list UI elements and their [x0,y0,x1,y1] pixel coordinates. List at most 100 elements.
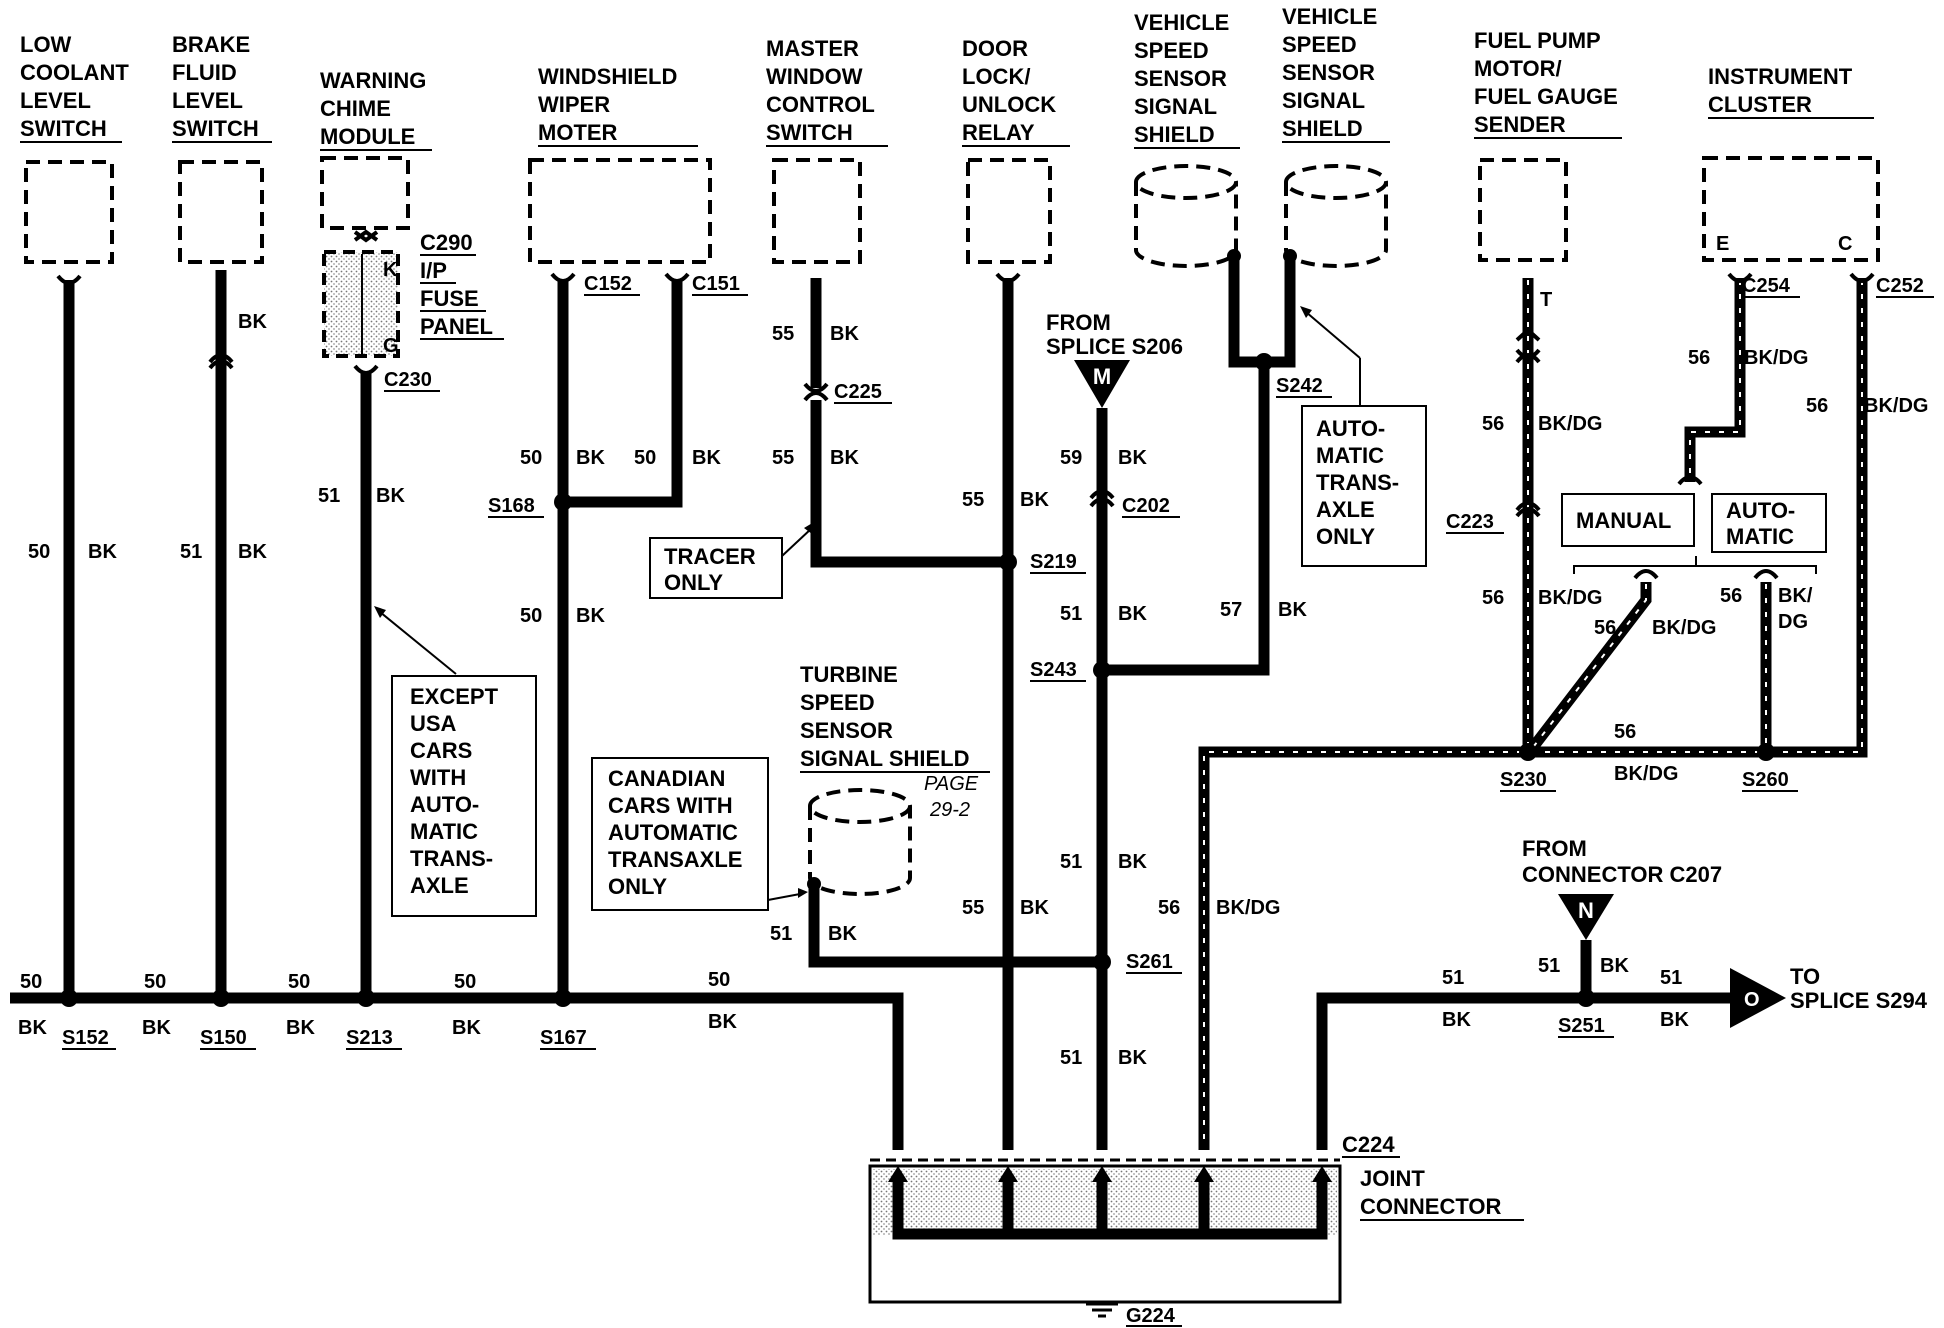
svg-text:FUSE: FUSE [420,286,479,311]
svg-text:AUTOMATIC: AUTOMATIC [608,820,738,845]
svg-text:SHIELD: SHIELD [1282,116,1363,141]
svg-text:TRANS-: TRANS- [410,846,493,871]
svg-text:M: M [1093,364,1111,389]
svg-text:S261: S261 [1126,951,1173,973]
svg-text:59: 59 [1060,447,1082,469]
svg-text:JOINT: JOINT [1360,1166,1425,1191]
circuit-labels: 50 BK BK 51 BK 51 BK 50 BK 50 BK 50 BK 5… [18,311,1928,1069]
svg-text:WINDSHIELD: WINDSHIELD [538,64,677,89]
svg-text:PANEL: PANEL [420,314,493,339]
svg-text:CONTROL: CONTROL [766,92,875,117]
svg-text:BK/DG: BK/DG [1864,395,1928,417]
door-lock-title: DOOR LOCK/ UNLOCK RELAY [962,36,1070,147]
svg-text:C151: C151 [692,273,740,295]
splice-dots [60,249,1775,1007]
svg-text:C202: C202 [1122,495,1170,517]
svg-text:WITH: WITH [410,765,466,790]
svg-text:AXLE: AXLE [410,873,469,898]
svg-text:TURBINE: TURBINE [800,662,898,687]
svg-text:FLUID: FLUID [172,60,237,85]
svg-text:BK: BK [452,1017,481,1039]
svg-text:FROM: FROM [1522,836,1587,861]
vss-shield-2-cylinder [1284,164,1388,268]
svg-text:C224: C224 [1342,1132,1395,1157]
svg-text:SENSOR: SENSOR [1134,66,1227,91]
connector-labels: C152 C151 C230 C225 C202 C223 C254 C252 … [384,233,1934,534]
except-usa-note: EXCEPT USA CARS WITH AUTO- MATIC TRANS- … [374,606,537,917]
svg-text:BK/: BK/ [1778,585,1813,607]
turbine-shield-cylinder [808,788,912,896]
svg-text:SPEED: SPEED [800,690,875,715]
svg-text:57: 57 [1220,599,1242,621]
svg-text:UNLOCK: UNLOCK [962,92,1056,117]
svg-text:51: 51 [1060,603,1082,625]
svg-text:SPEED: SPEED [1134,38,1209,63]
svg-text:SWITCH: SWITCH [766,120,853,145]
turbine-title: TURBINE SPEED SENSOR SIGNAL SHIELD PAGE … [800,662,990,821]
vss-shield-1-cylinder [1134,164,1238,268]
svg-text:51: 51 [180,541,202,563]
svg-text:51: 51 [1660,967,1682,989]
svg-text:BK/DG: BK/DG [1652,617,1716,639]
svg-text:AXLE: AXLE [1316,497,1375,522]
svg-text:MOTER: MOTER [538,120,618,145]
svg-text:BK: BK [18,1017,47,1039]
svg-text:DOOR: DOOR [962,36,1028,61]
brake-fluid-title: BRAKE FLUID LEVEL SWITCH [172,32,272,143]
svg-text:BK: BK [830,447,859,469]
svg-text:SENSOR: SENSOR [1282,60,1375,85]
instrument-cluster-box [1702,156,1880,262]
svg-text:SPLICE S206: SPLICE S206 [1046,334,1183,359]
from-connector-c207-label: FROM CONNECTOR C207 [1522,836,1722,887]
svg-text:MASTER: MASTER [766,36,859,61]
svg-text:BK: BK [286,1017,315,1039]
svg-text:S219: S219 [1030,551,1077,573]
svg-text:USA: USA [410,711,457,736]
connector-c207-symbol: N [1558,894,1614,940]
svg-text:BK: BK [238,311,267,333]
svg-text:S213: S213 [346,1027,393,1049]
svg-text:TRANS-: TRANS- [1316,470,1399,495]
svg-text:56: 56 [1720,585,1742,607]
auto-transaxle-note: AUTO- MATIC TRANS- AXLE ONLY [1300,306,1427,567]
svg-text:BK: BK [830,323,859,345]
svg-text:BK: BK [238,541,267,563]
brake-fluid-switch-box [178,160,264,264]
wire-s242-57 [1102,362,1270,676]
svg-text:BK: BK [376,485,405,507]
svg-text:BK: BK [708,1011,737,1033]
svg-text:51: 51 [1060,851,1082,873]
low-coolant-switch-box [24,160,114,264]
joint-connector [868,1158,1342,1304]
svg-text:MANUAL: MANUAL [1576,508,1671,533]
svg-text:S168: S168 [488,495,535,517]
svg-text:T: T [1540,289,1552,311]
svg-text:SENDER: SENDER [1474,112,1566,137]
svg-text:50: 50 [20,971,42,993]
svg-text:BK: BK [1118,1047,1147,1069]
svg-text:CHIME: CHIME [320,96,391,121]
svg-text:AUTO-: AUTO- [410,792,479,817]
svg-text:BK: BK [692,447,721,469]
svg-text:BK: BK [1118,851,1147,873]
to-splice-s294-label: TO SPLICE S294 [1790,964,1928,1013]
svg-text:BK: BK [576,447,605,469]
svg-text:BK: BK [1118,447,1147,469]
svg-text:C223: C223 [1446,511,1494,533]
low-coolant-title: LOW COOLANT LEVEL SWITCH [20,32,129,143]
svg-text:INSTRUMENT: INSTRUMENT [1708,64,1853,89]
svg-text:LEVEL: LEVEL [20,88,91,113]
svg-text:BK: BK [576,605,605,627]
svg-text:MOTOR/: MOTOR/ [1474,56,1562,81]
door-lock-relay-box [966,158,1052,264]
ground-symbol [1086,1302,1118,1318]
svg-text:RELAY: RELAY [962,120,1035,145]
svg-text:WARNING: WARNING [320,68,426,93]
master-window-title: MASTER WINDOW CONTROL SWITCH [766,36,888,147]
svg-text:CARS: CARS [410,738,472,763]
svg-text:50: 50 [144,971,166,993]
svg-text:S167: S167 [540,1027,587,1049]
svg-text:COOLANT: COOLANT [20,60,129,85]
svg-text:S260: S260 [1742,769,1789,791]
